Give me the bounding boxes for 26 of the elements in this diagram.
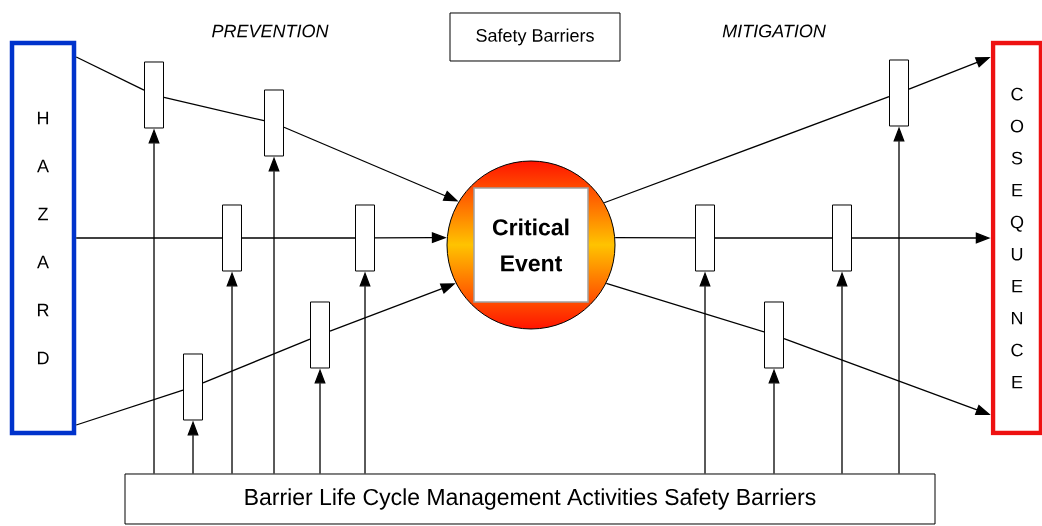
connector-line (163, 96, 265, 122)
consequence-box: C O S E Q U E N C E (990, 40, 1042, 436)
connector-line (603, 96, 890, 204)
connector-line (605, 282, 765, 333)
connector-line (202, 338, 311, 384)
barrier-bar (310, 301, 330, 369)
barrier-bar (144, 61, 164, 129)
barrier-bar (695, 204, 715, 272)
barrier-bar (355, 204, 375, 272)
barrier-bar (222, 204, 242, 272)
connector-line (241, 237, 356, 239)
connector-line (75, 237, 223, 239)
connector-line (75, 389, 184, 426)
barrier-bar (264, 89, 284, 157)
section-heading: MITIGATION (722, 24, 826, 38)
barrier-bar (889, 59, 909, 127)
section-heading: PREVENTION (212, 24, 329, 38)
barrier-bar (832, 204, 852, 272)
hazard-box: H A Z A R D (9, 40, 77, 436)
barrier-bar (764, 301, 784, 369)
connector-line (614, 237, 696, 239)
barrier-bar (183, 353, 203, 421)
connector-line (714, 237, 833, 239)
connector-line (75, 56, 145, 91)
title-box: Safety Barriers (449, 12, 621, 62)
management-box: Barrier Life Cycle Management Activities Safety Barriers (124, 473, 936, 525)
